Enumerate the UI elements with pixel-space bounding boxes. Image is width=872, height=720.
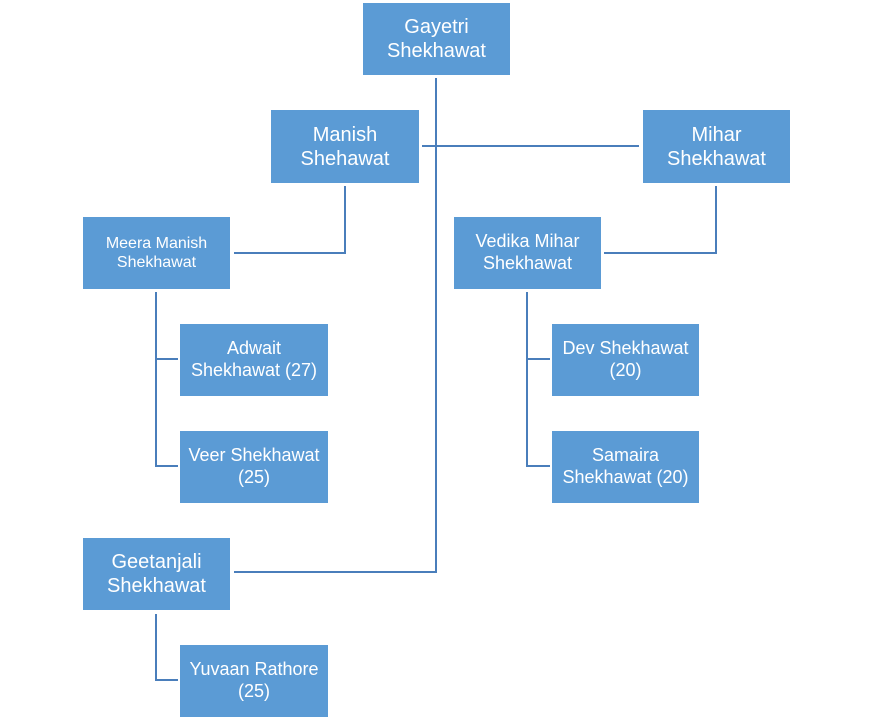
node-dev-shekhawat[interactable]: Dev Shekhawat (20) — [552, 324, 699, 396]
node-label: Meera Manish Shekhawat — [105, 234, 208, 271]
connector-meera-children — [155, 292, 178, 467]
node-vedika-mihar-shekhawat[interactable]: Vedika Mihar Shekhawat — [454, 217, 601, 289]
connector-vedika-children — [526, 292, 550, 467]
node-mihar-shekhawat[interactable]: Mihar Shekhawat — [643, 110, 790, 183]
connector-manish-meera — [234, 186, 346, 254]
node-gayetri-shekhawat[interactable]: Gayetri Shekhawat — [363, 3, 510, 75]
node-yuvaan-rathore[interactable]: Yuvaan Rathore (25) — [180, 645, 328, 717]
node-label: Geetanjali Shekhawat — [107, 551, 206, 597]
connector-geetanjali-yuvaan — [155, 614, 178, 681]
node-label: Samaira Shekhawat (20) — [562, 445, 689, 487]
node-label: Dev Shekhawat (20) — [562, 338, 689, 380]
node-meera-manish-shekhawat[interactable]: Meera Manish Shekhawat — [83, 217, 230, 289]
node-label: Adwait Shekhawat (27) — [190, 338, 318, 380]
node-adwait-shekhawat[interactable]: Adwait Shekhawat (27) — [180, 324, 328, 396]
node-label: Gayetri Shekhawat — [387, 16, 486, 62]
node-manish-shehawat[interactable]: Manish Shehawat — [271, 110, 419, 183]
node-label: Veer Shekhawat (25) — [188, 445, 320, 487]
node-label: Manish Shehawat — [300, 123, 390, 170]
node-samaira-shekhawat[interactable]: Samaira Shekhawat (20) — [552, 431, 699, 503]
node-geetanjali-shekhawat[interactable]: Geetanjali Shekhawat — [83, 538, 230, 610]
node-label: Mihar Shekhawat — [667, 123, 766, 170]
node-label: Yuvaan Rathore (25) — [189, 659, 319, 701]
connector-mihar-vedika — [604, 186, 717, 254]
node-veer-shekhawat[interactable]: Veer Shekhawat (25) — [180, 431, 328, 503]
connector-gayetri-spine — [234, 78, 437, 573]
node-label: Vedika Mihar Shekhawat — [475, 231, 580, 273]
